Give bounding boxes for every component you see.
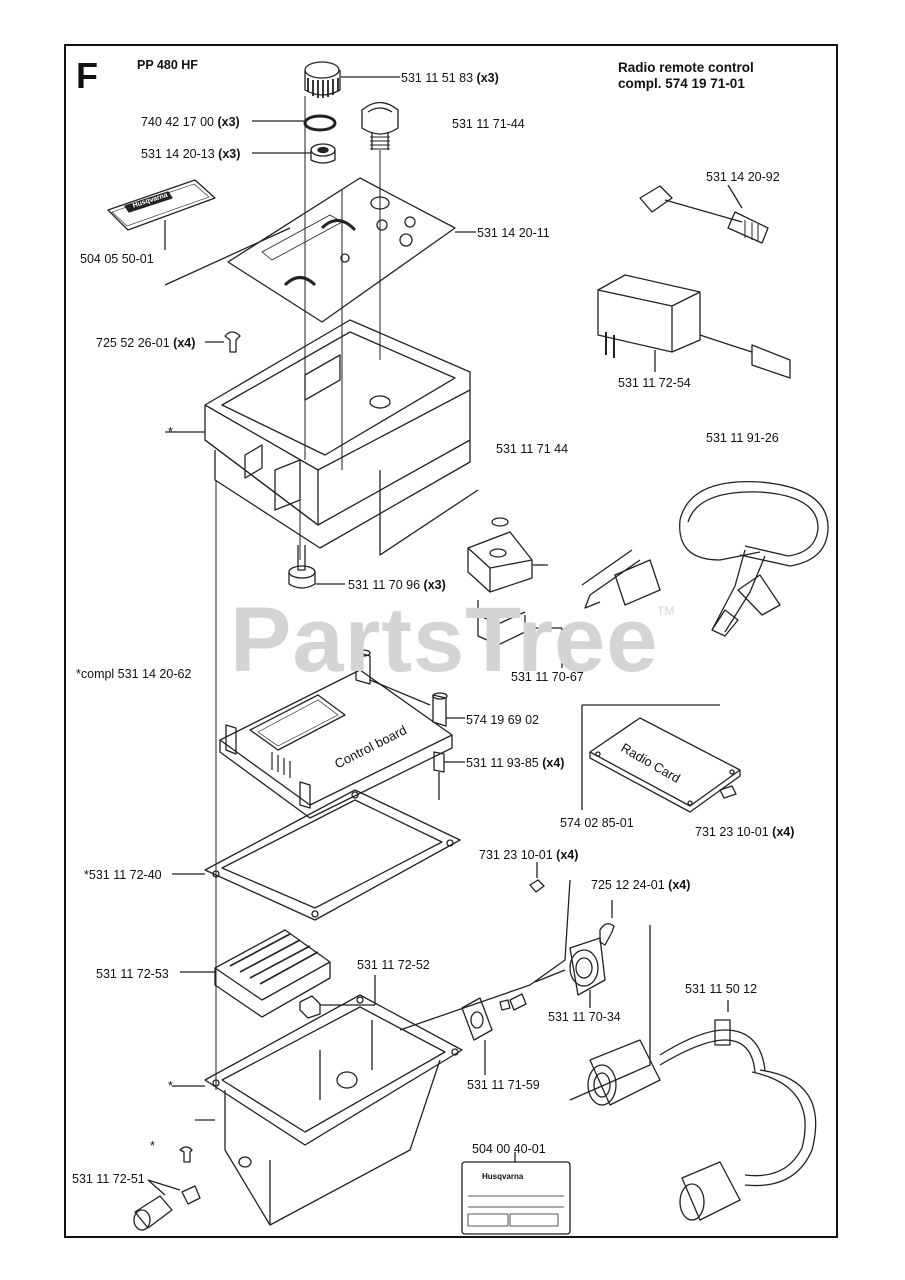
feet-part — [288, 545, 345, 589]
id-tag-brand: Husqvarna — [482, 1172, 524, 1181]
control-board-part — [219, 649, 465, 819]
label-button: 531 11 71-44 — [452, 117, 525, 131]
label-compl: *compl 531 14 20-62 — [76, 667, 192, 681]
plug-part — [133, 1179, 201, 1231]
section-letter: F — [76, 55, 98, 96]
top-housing — [165, 319, 479, 556]
label-screw2: 725 12 24-01 (x4) — [591, 878, 691, 892]
label-connector: 531 11 70-34 — [548, 1010, 621, 1024]
label-strap: 531 11 91-26 — [706, 431, 779, 445]
label-gasket: *531 11 72-40 — [84, 868, 162, 882]
label-screw1: 725 52 26-01 (x4) — [96, 336, 196, 350]
label-panel: 531 14 20-11 — [477, 226, 550, 240]
label-spacer2: 531 11 93-85 (x4) — [466, 756, 565, 770]
connector-part — [499, 925, 651, 1101]
label-nut3: 731 23 10-01 (x4) — [479, 848, 579, 862]
label-star-top: * — [168, 425, 173, 439]
button-part — [361, 101, 399, 150]
label-plate: 531 11 71-59 — [467, 1078, 540, 1092]
watermark-tm: TM — [657, 604, 675, 618]
label-spacer: 574 19 69 02 — [466, 713, 539, 727]
radio-remote-line1: Radio remote control — [618, 60, 754, 75]
diagram-frame — [64, 44, 838, 1238]
plate-part — [461, 997, 493, 1075]
label-antenna: 531 14 20-92 — [706, 170, 780, 184]
id-tag-part — [461, 1152, 571, 1235]
label-cable: 531 11 50 12 — [685, 982, 758, 996]
label-star-bot: * — [150, 1139, 155, 1153]
knob-part — [304, 61, 400, 98]
strap-part — [581, 481, 829, 637]
label-tag: 504 00 40-01 — [472, 1142, 546, 1156]
bottom-housing — [172, 879, 571, 1226]
label-charger: 531 11 72-54 — [618, 376, 691, 390]
label-feet: 531 11 70 96 (x3) — [348, 578, 446, 592]
radio-card-part — [581, 704, 741, 813]
panel-part — [164, 177, 476, 323]
label-nut2: 731 23 10-01 (x4) — [695, 825, 795, 839]
label-plug: 531 11 72-51 — [72, 1172, 145, 1186]
label-battery: 531 11 72-53 — [96, 967, 169, 981]
charger-part — [597, 274, 791, 379]
label-oring: 740 42 17 00 (x3) — [141, 115, 240, 129]
radio-remote-line2: compl. 574 19 71-01 — [618, 76, 745, 91]
label-knob: 531 11 51 83 (x3) — [401, 71, 499, 85]
holder-part — [467, 517, 563, 668]
oring-part — [252, 114, 337, 132]
watermark: PartsTree — [230, 589, 659, 691]
label-holder: 531 11 70-67 — [511, 670, 584, 684]
nut-part — [252, 143, 336, 164]
label-star-mid: * — [168, 1079, 173, 1093]
nut3-part — [529, 862, 545, 893]
cable-part — [587, 1000, 817, 1221]
label-box: 531 11 71 44 — [496, 442, 569, 456]
screw2-part — [599, 900, 615, 946]
gasket-part — [172, 789, 461, 921]
battery-part — [180, 929, 331, 1018]
small-screw-part — [179, 1119, 215, 1163]
label-clip: 531 11 72-52 — [357, 958, 430, 972]
antenna-part — [639, 184, 769, 244]
radio-remote-title: Radio remote control compl. 574 19 71-01 — [618, 60, 754, 92]
label-radio-card: 574 02 85-01 — [560, 816, 634, 830]
label-decal: 504 05 50-01 — [80, 252, 154, 266]
clip-part — [299, 975, 376, 1019]
model-title: PP 480 HF — [137, 58, 198, 72]
label-nut: 531 14 20-13 (x3) — [141, 147, 241, 161]
decal-part — [107, 179, 216, 250]
screw1-part — [205, 331, 241, 353]
